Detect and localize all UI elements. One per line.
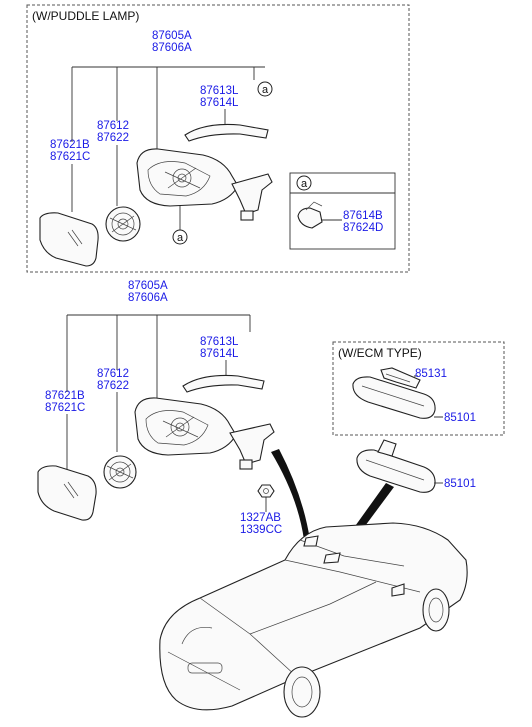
mirror-glass-part-number[interactable]: 87621B (45, 390, 85, 402)
vehicle-drawing (159, 522, 468, 718)
ecm-inside-mirror-drawing (352, 376, 436, 419)
screw-part-number[interactable]: 1327AB (240, 512, 281, 524)
inside-mirror-part-number[interactable]: 85101 (444, 478, 476, 490)
leader-line (71, 66, 265, 212)
puddle-lamp-part-number[interactable]: 87624D (343, 222, 383, 234)
puddle-lamp-part-number[interactable]: 87614B (343, 210, 383, 222)
callout-a-label: a (262, 84, 269, 96)
mirror-glass-part-number[interactable]: 87621C (45, 402, 85, 414)
mirror-glass-part-number[interactable]: 87621B (50, 139, 90, 151)
mirror-assy-part-number[interactable]: 87606A (152, 42, 192, 54)
mirror-glass-drawing (63, 481, 79, 499)
puddle-lamp-section: (W/PUDDLE LAMP) 87605A 87606A 87613L 876… (26, 4, 410, 273)
screw-drawing (257, 484, 275, 498)
leader-line (66, 314, 267, 512)
callout-a-circle (257, 81, 273, 97)
ecm-cover-drawing (380, 367, 421, 389)
puddle-lamp-frame (26, 4, 410, 273)
mirror-glass-part-number[interactable]: 87621C (50, 151, 90, 163)
mirror-glass-drawing (37, 465, 97, 521)
mirror-cover-part-number[interactable]: 87614L (200, 348, 239, 360)
ecm-type-frame (332, 341, 505, 436)
mirror-assy-part-number[interactable]: 87605A (152, 30, 192, 42)
mirror-glass-drawing (39, 212, 99, 267)
actuator-part-number[interactable]: 87622 (97, 132, 129, 144)
mirror-housing-drawing (134, 397, 275, 470)
mirror-glass-drawing (67, 229, 83, 247)
callout-a-circle (296, 175, 312, 191)
mirror-cover-part-number[interactable]: 87614L (200, 97, 239, 109)
mirror-cover-drawing (182, 374, 265, 393)
mirror-assy-part-number[interactable]: 87606A (128, 292, 168, 304)
mirror-cover-part-number[interactable]: 87613L (200, 336, 239, 348)
mirror-location-pointer (271, 449, 310, 540)
actuator-drawing (103, 455, 137, 489)
ecm-mirror-part-number[interactable]: 85101 (444, 412, 476, 424)
ecm-type-section: (W/ECM TYPE) 85131 85101 (332, 341, 505, 436)
mirror-cover-part-number[interactable]: 87613L (200, 85, 239, 97)
leader-line (414, 375, 443, 418)
puddle-lamp-header: (W/PUDDLE LAMP) (32, 9, 139, 23)
mirror-cover-drawing (184, 123, 269, 142)
actuator-drawing (105, 206, 141, 242)
puddle-lamp-inset-frame (289, 172, 396, 250)
puddle-lamp-drawing (297, 201, 323, 229)
mirror-assy-part-number[interactable]: 87605A (128, 280, 168, 292)
actuator-part-number[interactable]: 87622 (97, 380, 129, 392)
inside-mirror-drawing (356, 439, 436, 493)
callout-a-label: a (177, 232, 184, 244)
screw-part-number[interactable]: 1339CC (240, 524, 282, 536)
actuator-part-number[interactable]: 87612 (97, 120, 129, 132)
standard-mirror-section: 87605A 87606A 87613L 87614L 87612 87622 … (37, 280, 310, 540)
ecm-type-header: (W/ECM TYPE) (338, 346, 422, 360)
actuator-part-number[interactable]: 87612 (97, 368, 129, 380)
callout-a-label: a (301, 178, 308, 190)
mirror-housing-drawing (136, 148, 273, 221)
ecm-cover-part-number[interactable]: 85131 (415, 368, 447, 380)
